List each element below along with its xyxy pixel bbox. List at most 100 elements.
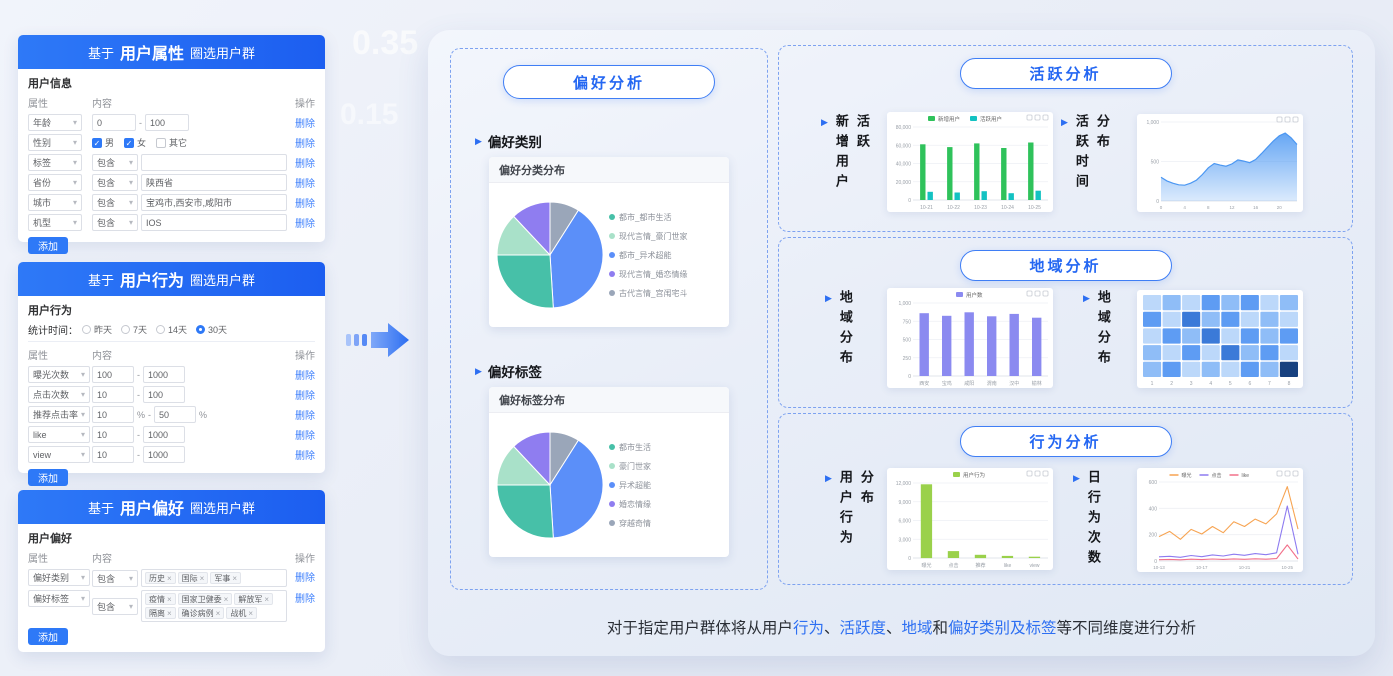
attribute-select[interactable]: 机型▾ xyxy=(28,214,82,231)
value-input[interactable]: 宝鸡市,西安市,咸阳市 xyxy=(141,194,287,211)
attribute-select[interactable]: like▾ xyxy=(28,426,90,443)
close-icon[interactable]: × xyxy=(232,573,238,583)
condition-select[interactable]: 包含▾ xyxy=(92,174,138,191)
time-filter-options: 昨天 7天 14天 30天 xyxy=(82,323,236,337)
legend-item[interactable]: 古代言情_宫闱宅斗 xyxy=(609,288,687,299)
legend-item[interactable]: 都市生活 xyxy=(609,442,651,453)
tag-input[interactable]: 疫情×国家卫健委×解放军×隔离×确诊病例×战机× xyxy=(141,590,287,622)
delete-link[interactable]: 删除 xyxy=(295,179,315,190)
delete-link[interactable]: 删除 xyxy=(295,411,315,422)
svg-text:10-25: 10-25 xyxy=(1028,205,1041,211)
legend-item[interactable]: 婚恋情缘 xyxy=(609,499,651,510)
delete-link[interactable]: 删除 xyxy=(295,451,315,462)
condition-select[interactable]: 包含▾ xyxy=(92,194,138,211)
legend-item[interactable]: 现代言情_婚恋情缘 xyxy=(609,269,687,280)
attribute-select[interactable]: 标签▾ xyxy=(28,154,82,171)
panel-title-highlight: 用户行为 xyxy=(119,273,184,290)
svg-text:宝鸡: 宝鸡 xyxy=(942,380,952,387)
value-input[interactable]: IOS xyxy=(141,214,287,231)
delete-link[interactable]: 删除 xyxy=(295,219,315,230)
min-input[interactable]: 10 xyxy=(92,406,134,423)
attribute-select[interactable]: 性别▾ xyxy=(28,134,82,151)
min-input[interactable]: 10 xyxy=(92,446,134,463)
option-label: 7天 xyxy=(133,324,148,335)
close-icon[interactable]: × xyxy=(215,608,221,618)
delete-link[interactable]: 删除 xyxy=(295,573,315,584)
tag-input[interactable]: 历史×国际×军事× xyxy=(141,569,287,587)
attribute-select[interactable]: 偏好类别▾ xyxy=(28,569,90,586)
analysis-board: 偏好分析 ▶ 偏好类别 偏好分类分布 都市_都市生活现代言情_豪门世家都市_异术… xyxy=(428,30,1375,656)
min-input[interactable]: 10 xyxy=(92,386,134,403)
condition-select[interactable]: 包含▾ xyxy=(92,214,138,231)
add-button[interactable]: 添加 xyxy=(28,237,68,254)
attribute-select[interactable]: 点击次数▾ xyxy=(28,386,90,403)
delete-link[interactable]: 删除 xyxy=(295,199,315,210)
condition-select[interactable]: 包含▾ xyxy=(92,597,138,615)
radio-7天[interactable]: 7天 xyxy=(121,323,147,336)
legend-item[interactable]: 豪门世家 xyxy=(609,461,651,472)
legend-item[interactable]: 都市_都市生活 xyxy=(609,212,687,223)
attribute-select[interactable]: 推荐点击率▾ xyxy=(28,406,90,423)
delete-link[interactable]: 删除 xyxy=(295,139,315,150)
svg-text:10-25: 10-25 xyxy=(1282,565,1294,570)
attribute-select[interactable]: 偏好标签▾ xyxy=(28,590,90,607)
min-input[interactable]: 10 xyxy=(92,426,134,443)
attribute-select[interactable]: 曝光次数▾ xyxy=(28,366,90,383)
radio-14天[interactable]: 14天 xyxy=(156,323,187,336)
chevron-down-icon: ▾ xyxy=(72,118,77,127)
close-icon[interactable]: × xyxy=(167,594,172,604)
legend-item[interactable]: 穿越奇情 xyxy=(609,518,651,529)
caption: 对于指定用户群体将从用户行为、活跃度、地域和偏好类别及标签等不同维度进行分析 xyxy=(428,616,1375,638)
legend-item[interactable]: 异术超能 xyxy=(609,480,651,491)
delete-link[interactable]: 删除 xyxy=(295,594,315,605)
svg-text:200: 200 xyxy=(1149,533,1158,539)
value-input[interactable] xyxy=(141,154,287,171)
delete-link[interactable]: 删除 xyxy=(295,159,315,170)
legend-item[interactable]: 都市_异术超能 xyxy=(609,250,687,261)
close-icon[interactable]: × xyxy=(248,608,254,618)
radio-30天[interactable]: 30天 xyxy=(196,323,227,336)
active-left-labels: ▶ 新增用户活跃 xyxy=(821,114,870,194)
svg-text:10-24: 10-24 xyxy=(1001,205,1014,211)
legend-label: 现代言情_豪门世家 xyxy=(619,231,688,241)
min-input[interactable]: 100 xyxy=(92,366,134,383)
legend-item[interactable]: 现代言情_豪门世家 xyxy=(609,231,687,242)
max-input[interactable]: 1000 xyxy=(143,366,185,383)
attribute-select[interactable]: 省份▾ xyxy=(28,174,82,191)
condition-select[interactable]: 包含▾ xyxy=(92,569,138,587)
max-input[interactable]: 1000 xyxy=(143,446,185,463)
checkbox-其它[interactable]: 其它 xyxy=(156,136,187,149)
delete-link[interactable]: 删除 xyxy=(295,119,315,130)
attribute-select[interactable]: view▾ xyxy=(28,446,90,463)
checkbox-女[interactable]: ✓女 xyxy=(124,136,146,149)
svg-text:10-22: 10-22 xyxy=(947,205,960,211)
max-input[interactable]: 100 xyxy=(145,114,189,131)
value-input[interactable]: 陕西省 xyxy=(141,174,287,191)
close-icon[interactable]: × xyxy=(167,608,172,618)
attribute-select[interactable]: 城市▾ xyxy=(28,194,82,211)
radio-昨天[interactable]: 昨天 xyxy=(82,323,112,336)
close-icon[interactable]: × xyxy=(264,594,270,604)
pill-active-analysis: 活跃分析 xyxy=(959,58,1172,89)
close-icon[interactable]: × xyxy=(167,573,172,583)
max-input[interactable]: 1000 xyxy=(143,426,185,443)
checkbox-男[interactable]: ✓男 xyxy=(92,136,114,149)
delete-link[interactable]: 删除 xyxy=(295,391,315,402)
pie-chart-category xyxy=(493,189,607,321)
close-icon[interactable]: × xyxy=(223,594,229,604)
attribute-select[interactable]: 年龄▾ xyxy=(28,114,82,131)
delete-link[interactable]: 删除 xyxy=(295,371,315,382)
max-input[interactable]: 100 xyxy=(143,386,185,403)
svg-text:1: 1 xyxy=(1151,381,1154,387)
table-row: 机型▾ 包含▾IOS 删除 xyxy=(28,214,315,231)
delete-link[interactable]: 删除 xyxy=(295,431,315,442)
add-button[interactable]: 添加 xyxy=(28,628,68,645)
close-icon[interactable]: × xyxy=(199,573,205,583)
max-input[interactable]: 50 xyxy=(154,406,197,423)
add-button[interactable]: 添加 xyxy=(28,469,68,486)
condition-select[interactable]: 包含▾ xyxy=(92,154,138,171)
svg-text:0: 0 xyxy=(1160,205,1163,210)
min-input[interactable]: 0 xyxy=(92,114,136,131)
